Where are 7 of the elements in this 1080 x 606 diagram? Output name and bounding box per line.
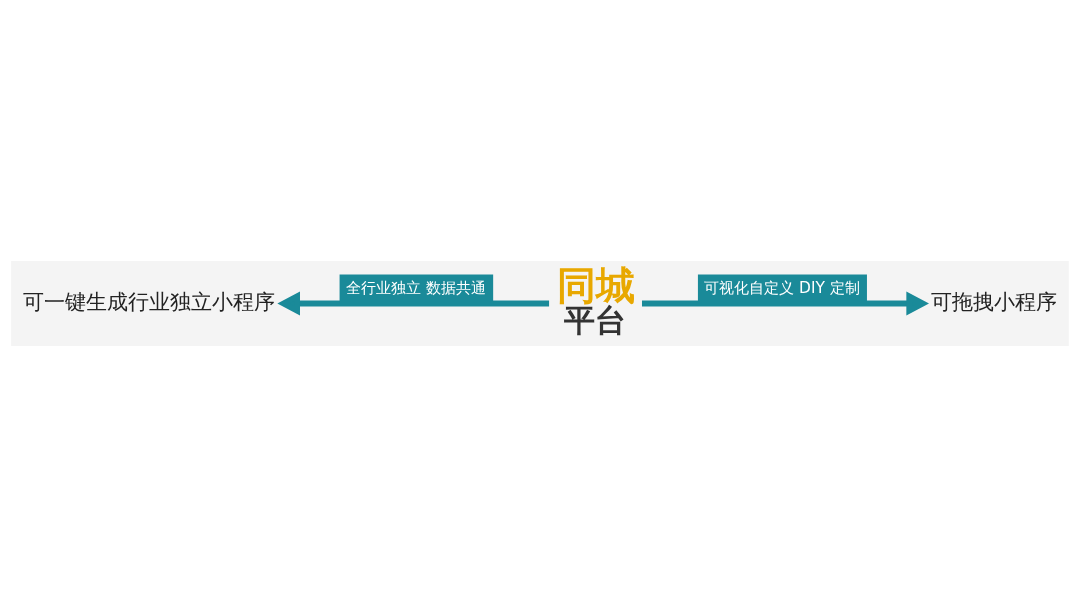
node-text: 同城 平台 bbox=[556, 262, 635, 338]
edge-label: 可视化自定义 DIY 定制 bbox=[704, 278, 860, 297]
arrow bbox=[277, 291, 550, 315]
node-text: 可拖拽小程序 bbox=[930, 288, 1057, 314]
node-text: 可一键生成行业独立小程序 bbox=[22, 288, 275, 314]
edge-label: 全行业独立 数据共通 bbox=[345, 278, 486, 297]
arrow bbox=[642, 291, 929, 315]
